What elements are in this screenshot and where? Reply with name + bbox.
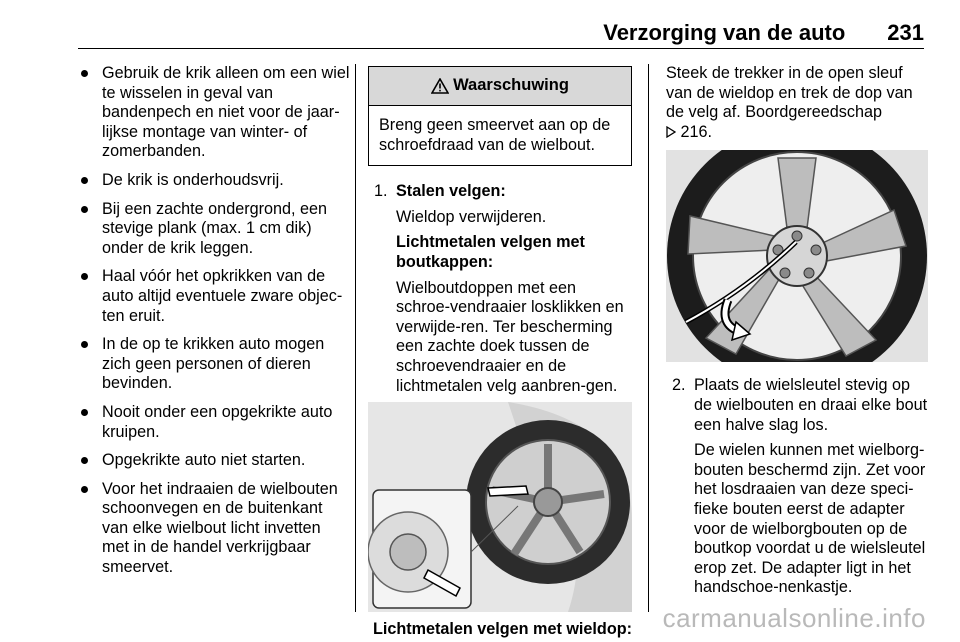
list-item: Opgekrikte auto niet starten. xyxy=(78,451,350,471)
page-number: 231 xyxy=(887,20,924,45)
column-1: Gebruik de krik alleen om een wiel te wi… xyxy=(78,64,350,587)
subheading: Lichtmetalen velgen met boutkappen: xyxy=(396,233,585,271)
header-divider xyxy=(78,48,924,49)
warning-title: Waarschuwing xyxy=(453,76,569,95)
instruction-text: Steek de trekker in de open sleuf van de… xyxy=(666,64,913,122)
figure-caption: Lichtmetalen velgen met wieldop: xyxy=(372,620,632,639)
step-title: Stalen velgen: xyxy=(396,182,506,201)
list-item: Voor het indraaien de wielbouten schoonv… xyxy=(78,480,350,578)
list-item: Nooit onder een opgekrikte auto kruipen. xyxy=(78,403,350,442)
warning-box: Waarschuwing Breng geen smeervet aan op … xyxy=(368,66,632,167)
section-title: Verzorging van de auto xyxy=(603,20,846,45)
warning-header: Waarschuwing xyxy=(369,67,631,106)
page-reference-number: 216. xyxy=(680,122,713,141)
step-text: Plaats de wielsleutel stevig op de wielb… xyxy=(694,376,928,434)
step-text: Wieldop verwijderen. xyxy=(396,207,547,226)
step-1: 1. Stalen velgen: Wieldop verwijderen. L… xyxy=(368,182,632,396)
list-item: Haal vóór het opkrikken van de auto alti… xyxy=(78,267,350,326)
figure-bolt-cap xyxy=(368,402,632,613)
step-note: De wielen kunnen met wielborg-bouten bes… xyxy=(694,441,926,597)
column-divider-1 xyxy=(355,64,356,612)
figure-wheel-cover xyxy=(666,150,928,363)
wheel-bolt-cap-illustration-icon xyxy=(368,402,632,613)
safety-bullet-list: Gebruik de krik alleen om een wiel te wi… xyxy=(78,64,350,578)
list-item: In de op te krikken auto mogen zich geen… xyxy=(78,335,350,394)
column-3: Steek de trekker in de open sleuf van de… xyxy=(666,64,928,604)
list-item: De krik is onderhoudsvrij. xyxy=(78,171,350,191)
warning-triangle-icon xyxy=(431,78,450,94)
warning-text: Breng geen smeervet aan op de schroefdra… xyxy=(379,116,611,154)
instruction-paragraph: Steek de trekker in de open sleuf van de… xyxy=(666,64,928,142)
column-divider-2 xyxy=(648,64,649,612)
wheel-cover-removal-illustration-icon xyxy=(666,150,928,363)
list-item: Bij een zachte ondergrond, een stevige p… xyxy=(78,200,350,259)
step-2: 2. Plaats de wielsleutel stevig op de wi… xyxy=(666,376,928,598)
page-reference: 216. xyxy=(666,123,712,141)
page-header: Verzorging van de auto 231 xyxy=(603,20,924,46)
step-number: 1. xyxy=(374,182,388,201)
page-reference-arrow-icon xyxy=(666,125,677,138)
step-number: 2. xyxy=(672,376,686,395)
column-2: Waarschuwing Breng geen smeervet aan op … xyxy=(368,64,632,640)
watermark: carmanualsonline.info xyxy=(662,603,926,633)
list-item: Gebruik de krik alleen om een wiel te wi… xyxy=(78,64,350,162)
instruction-text: Wielboutdoppen met een schroe-vendraaier… xyxy=(396,278,624,395)
